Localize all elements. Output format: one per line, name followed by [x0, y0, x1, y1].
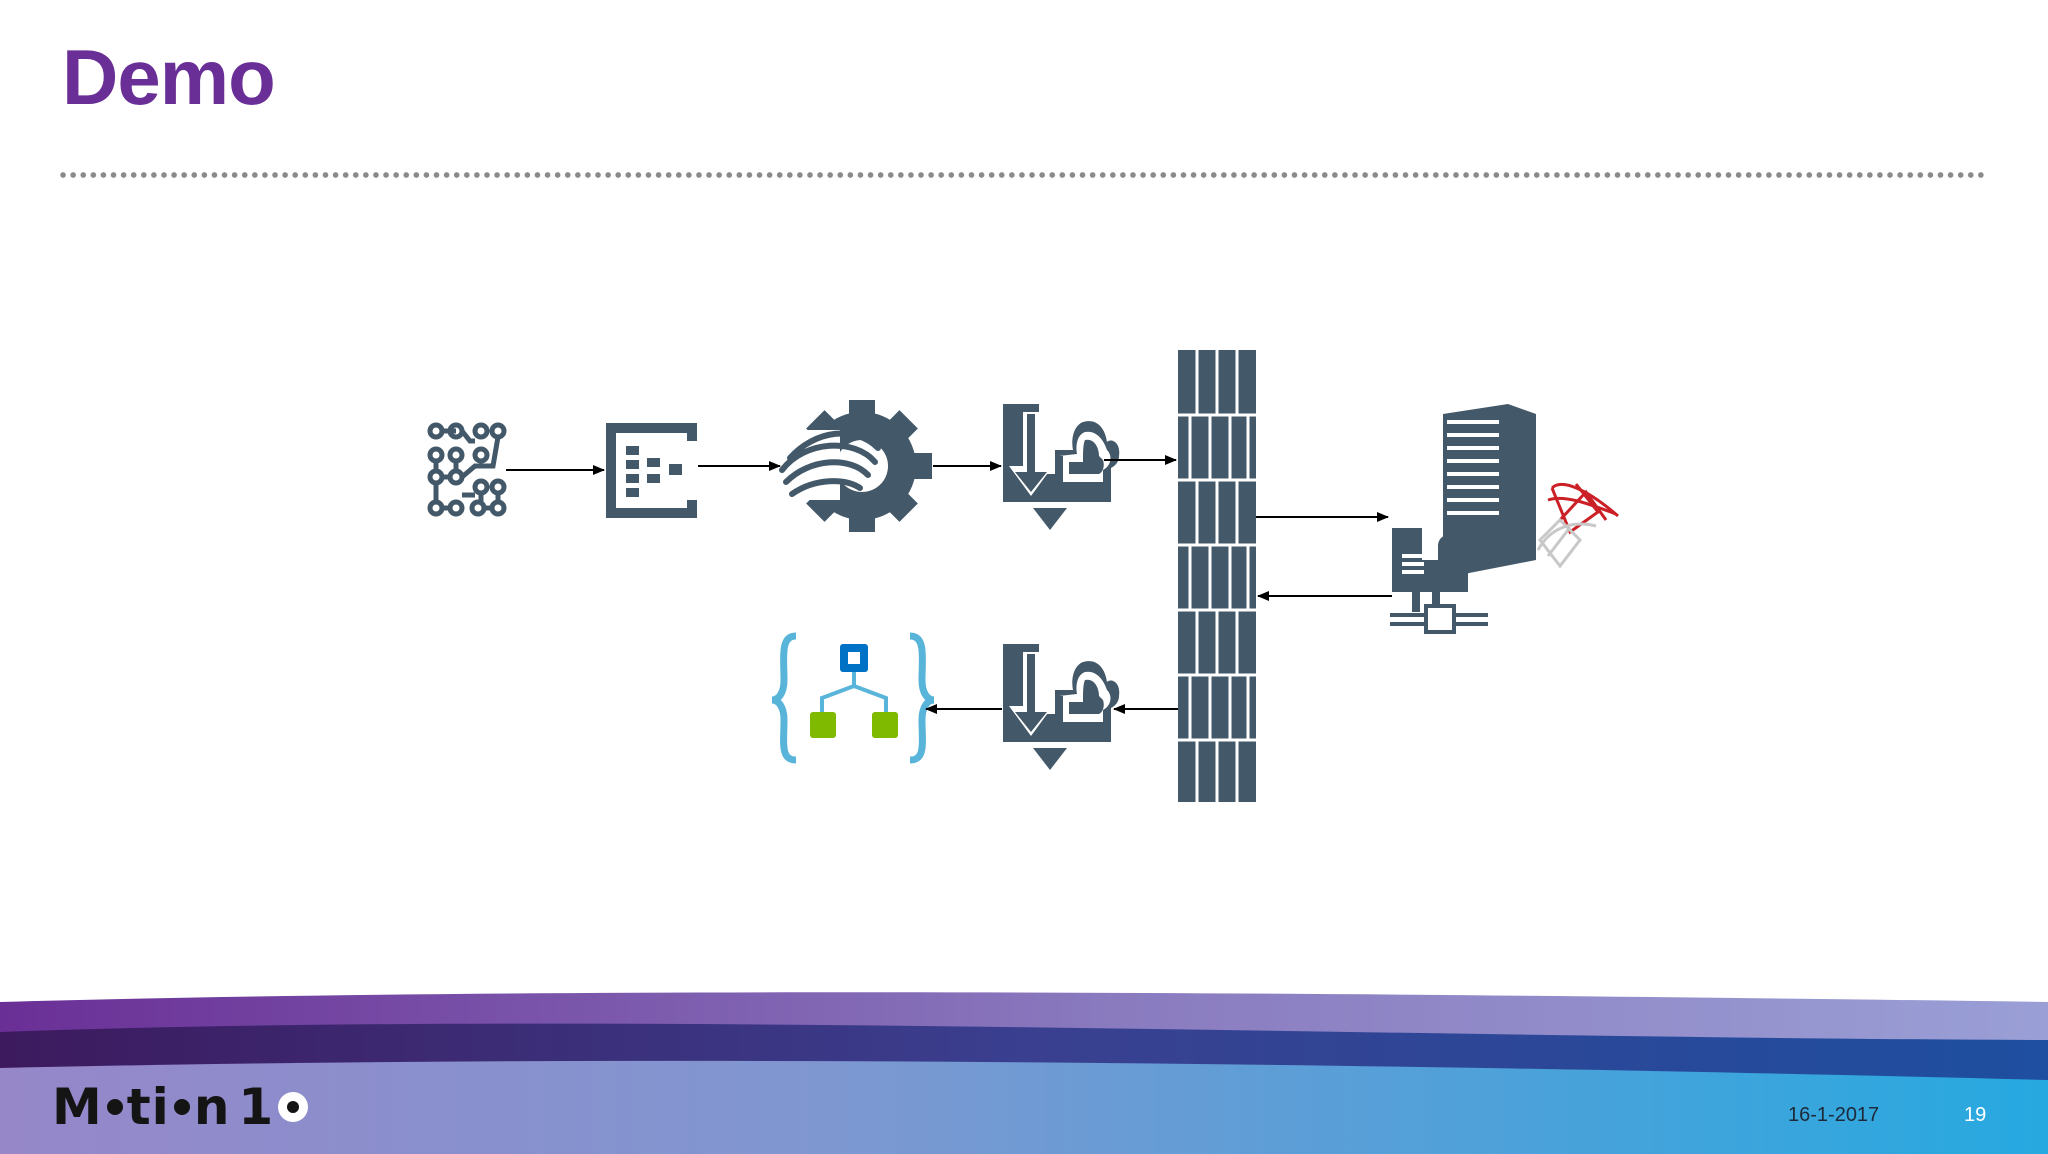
logo-text-ti: ti — [126, 1078, 170, 1136]
logo-dot — [173, 1099, 190, 1115]
slide-date: 16-1-2017 — [1788, 1104, 1880, 1126]
logo-dot — [106, 1099, 123, 1115]
data-gateway-icon — [1390, 528, 1488, 634]
dotted-divider — [58, 171, 1984, 179]
service-bus-icon — [1003, 404, 1120, 530]
event-hub-icon — [606, 423, 697, 518]
motion10-logo: M ti n 1 — [52, 1078, 309, 1136]
slide-page-number: 19 — [1964, 1104, 1987, 1126]
service-bus-icon — [1003, 644, 1120, 770]
logo-text-1: 1 — [238, 1078, 275, 1136]
sql-server-icon — [1443, 404, 1619, 574]
logo-text-m: M — [52, 1078, 103, 1136]
circuit-board-icon — [427, 422, 507, 517]
slide-title: Demo — [62, 33, 276, 121]
logic-app-icon — [771, 632, 935, 764]
logo-text-n: n — [193, 1078, 231, 1136]
connector-arrows — [506, 455, 1392, 714]
stream-analytics-gear-icon — [779, 400, 932, 532]
logo-ring — [278, 1092, 309, 1122]
footer-bands — [0, 992, 2048, 1154]
firewall-icon — [1178, 350, 1256, 802]
